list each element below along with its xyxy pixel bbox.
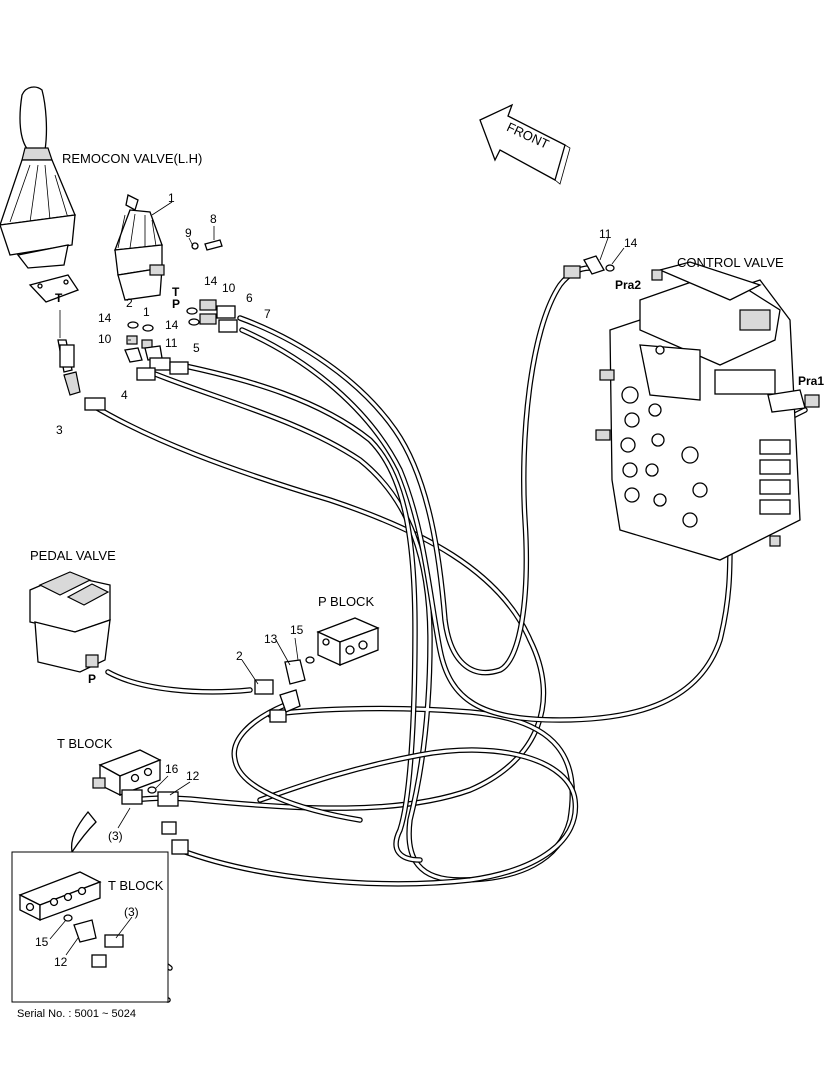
pedal-valve-label: PEDAL VALVE [30,548,116,563]
callout-10-b: 10 [98,332,112,346]
t-block-main [70,749,189,855]
callout-6: 6 [246,291,253,305]
pedal-valve [29,571,111,673]
t-block-inset-label: T BLOCK [108,878,164,893]
callout-15-b: 15 [35,935,49,949]
callout-11-b: 11 [599,227,612,241]
callout-14-a: 14 [204,274,218,288]
remocon-valve-label: REMOCON VALVE(L.H) [62,151,202,166]
callout-14-b: 14 [98,311,112,325]
port-t-joystick: T [55,291,63,305]
callout-2-b: 2 [236,649,243,663]
p-block [254,617,380,723]
p-block-label: P BLOCK [318,594,374,609]
callout-10-a: 10 [222,281,236,295]
hose-group [89,265,808,1003]
callout-16: 16 [165,762,179,776]
callout-12-a: 12 [186,769,200,783]
remocon-valve-part-1 [114,194,223,301]
t-block-label: T BLOCK [57,736,113,751]
callout-11-a: 11 [165,336,178,350]
callout-14-d: 14 [624,236,638,250]
callout-3-paren-a: (3) [108,829,123,843]
front-arrow: FRONT [479,103,571,185]
control-valve [563,255,820,561]
callout-3: 3 [56,423,63,437]
inset-panel [11,851,169,1003]
callout-14-c: 14 [165,318,179,332]
remocon-valve-joystick [0,86,81,396]
port-pra2: Pra2 [615,278,641,292]
callout-9: 9 [185,226,192,240]
port-p-pedal: P [88,672,96,686]
callout-1-b: 1 [143,305,150,319]
port-pra1: Pra1 [798,374,824,388]
control-valve-label: CONTROL VALVE [677,255,784,270]
callout-15-a: 15 [290,623,304,637]
callout-13: 13 [264,632,278,646]
callout-1: 1 [168,191,175,205]
callout-2-a: 2 [126,296,133,310]
port-p-valve: P [172,297,180,311]
fittings-remocon [59,299,238,411]
leader-lines [49,201,625,956]
callout-7: 7 [264,307,271,321]
callout-5: 5 [193,341,200,355]
port-t-valve: T [172,285,180,299]
callout-12-b: 12 [54,955,68,969]
serial-number: Serial No. : 5001 ~ 5024 [17,1008,136,1020]
callout-4: 4 [121,388,128,402]
callout-8: 8 [210,212,217,226]
callout-3-paren-b: (3) [124,905,139,919]
